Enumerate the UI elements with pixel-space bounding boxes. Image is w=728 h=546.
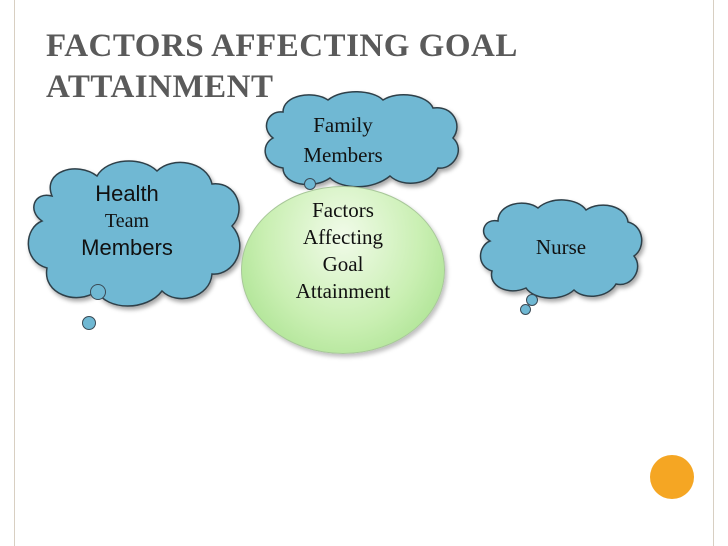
center-node: Factors Affecting Goal Attainment — [241, 186, 445, 354]
cloud-health-line-2: Team — [104, 210, 150, 232]
center-line-4: Attainment — [295, 279, 391, 303]
accent-dot — [650, 455, 694, 499]
cloud-family-text: Family Members — [278, 110, 408, 170]
cloud-family-shape — [264, 91, 459, 188]
slide-title-line-1: FACTORS AFFECTING GOAL — [46, 28, 518, 64]
center-node-text: Factors Affecting Goal Attainment — [242, 197, 444, 305]
cloud-nurse-text: Nurse — [506, 234, 616, 260]
cloud-nurse-bubble-tiny — [520, 304, 531, 315]
slide-title: FACTORS AFFECTING GOAL ATTAINMENT — [46, 26, 686, 108]
slide-border — [14, 0, 714, 546]
cloud-nurse-line-1: Nurse — [535, 235, 587, 259]
slide-title-line-2: ATTAINMENT — [46, 69, 274, 105]
center-line-2: Affecting — [302, 225, 384, 249]
cloud-health-line-1: Health — [95, 181, 159, 206]
cloud-nurse-shape — [479, 199, 643, 299]
center-line-1: Factors — [312, 198, 374, 222]
cloud-health-shape — [27, 160, 241, 307]
cloud-family-line-1: Family — [313, 113, 373, 137]
cloud-health-team-members: Health Team Members — [22, 156, 252, 346]
cloud-health-bubble-small — [90, 284, 106, 300]
cloud-health-bubble-tiny — [82, 316, 96, 330]
center-line-3: Goal — [322, 252, 364, 276]
cloud-nurse-bubble-small — [526, 294, 538, 306]
cloud-nurse: Nurse — [476, 196, 646, 326]
cloud-health-line-3: Members — [81, 235, 173, 260]
cloud-health-text: Health Team Members — [52, 180, 202, 262]
cloud-family-members: Family Members — [258, 90, 468, 210]
cloud-family-line-2: Members — [303, 143, 383, 167]
